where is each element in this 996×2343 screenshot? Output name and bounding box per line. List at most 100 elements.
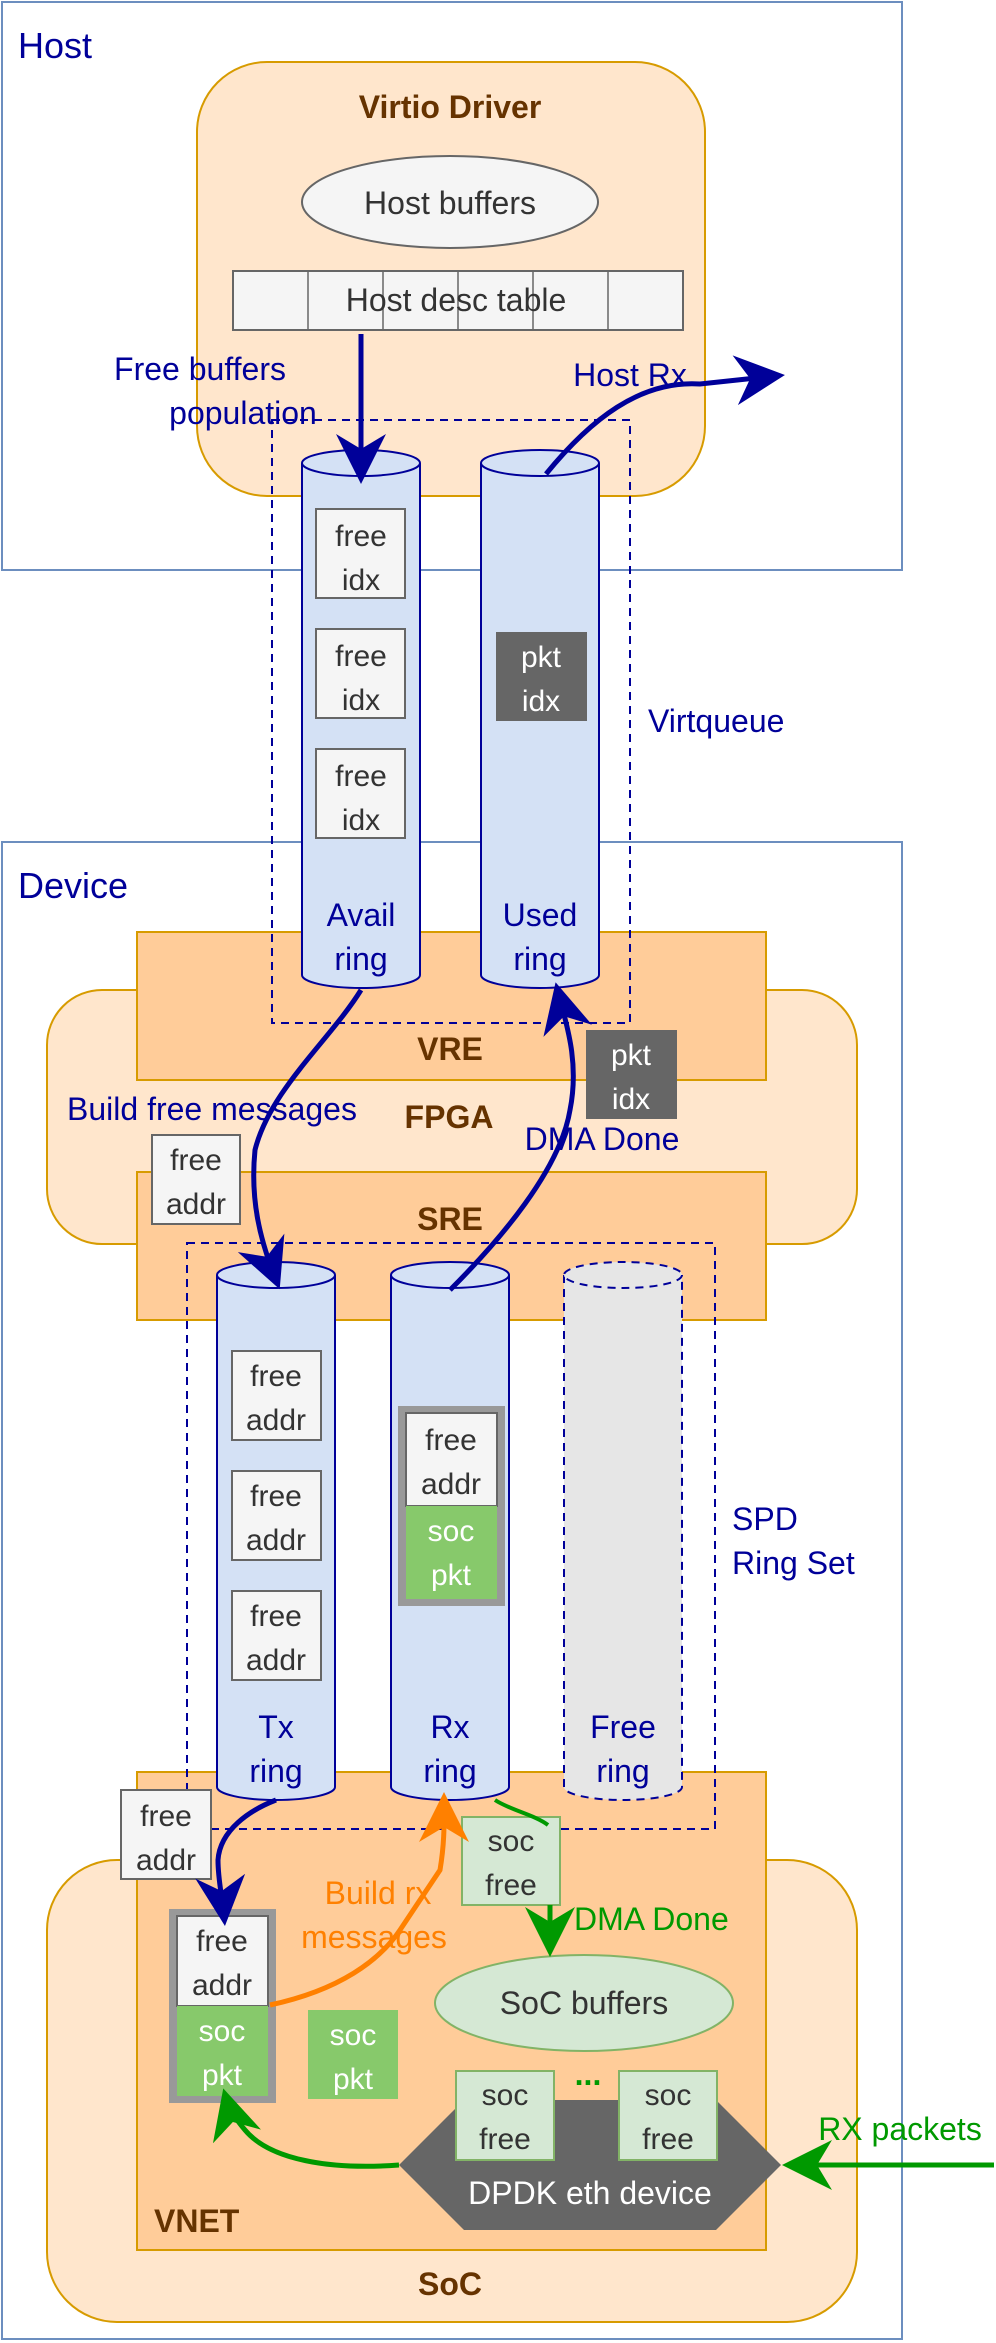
arrow-build-free <box>237 988 364 1290</box>
svg-text:pkt: pkt <box>202 2059 243 2092</box>
soc-free-box-dpdk-1: soc free <box>455 2070 555 2161</box>
svg-text:addr: addr <box>246 1644 306 1677</box>
avail-ring-label-1: Avail <box>327 897 396 933</box>
svg-text:addr: addr <box>136 1844 196 1877</box>
svg-text:idx: idx <box>342 684 380 717</box>
svg-text:addr: addr <box>421 1468 481 1501</box>
svg-text:free: free <box>170 1144 222 1177</box>
dma-done-soc-label: DMA Done <box>574 1901 729 1937</box>
svg-text:free: free <box>250 1600 302 1633</box>
soc-buffers-label: SoC buffers <box>500 1985 668 2021</box>
free-ring-label-2: ring <box>596 1753 649 1789</box>
svg-text:free: free <box>140 1800 192 1833</box>
arrow-host-rx <box>544 355 785 476</box>
svg-text:free: free <box>335 760 387 793</box>
dpdk-eth-device-label: DPDK eth device <box>468 2175 712 2211</box>
pkt-idx-box-fpga: pkt idx <box>586 1030 677 1119</box>
vnet-label: VNET <box>154 2203 240 2239</box>
svg-text:addr: addr <box>166 1188 226 1221</box>
svg-text:addr: addr <box>246 1404 306 1437</box>
svg-text:idx: idx <box>522 685 560 718</box>
soc-pkt-box-standalone: soc pkt <box>308 2010 398 2099</box>
tx-ring-label-2: ring <box>249 1753 302 1789</box>
arrow-build-rx <box>269 1792 470 2008</box>
free-addr-box-fpga: free addr <box>151 1134 241 1225</box>
spd-label-1: SPD <box>732 1501 798 1537</box>
svg-text:soc: soc <box>488 1825 535 1858</box>
free-addr-box-soc: free addr <box>120 1789 212 1880</box>
soc-free-box-dpdk-2: soc free <box>618 2070 718 2161</box>
virtio-driver-label: Virtio Driver <box>359 89 542 125</box>
svg-text:free: free <box>335 640 387 673</box>
pkt-idx-box-used: pkt idx <box>496 632 587 721</box>
free-idx-box-1: free idx <box>315 508 406 599</box>
device-region-label: Device <box>18 865 128 906</box>
rx-packets-label: RX packets <box>818 2111 982 2147</box>
soc-free-box-top: soc free <box>461 1816 561 1906</box>
free-buffers-label-1: Free buffers <box>114 351 286 387</box>
host-desc-table-label: Host desc table <box>346 282 567 318</box>
svg-text:free: free <box>335 520 387 553</box>
svg-text:free: free <box>196 1925 248 1958</box>
svg-text:idx: idx <box>342 804 380 837</box>
svg-text:pkt: pkt <box>333 2063 374 2096</box>
tx-ring-label-1: Tx <box>258 1709 294 1745</box>
svg-text:soc: soc <box>428 1515 475 1548</box>
svg-text:free: free <box>250 1360 302 1393</box>
virtqueue-label: Virtqueue <box>648 703 784 739</box>
arrow-dpdk-to-vnet <box>212 2088 400 2169</box>
svg-text:free: free <box>479 2123 531 2156</box>
svg-text:soc: soc <box>482 2079 529 2112</box>
build-rx-label-1: Build rx <box>325 1875 432 1911</box>
svg-text:free: free <box>250 1480 302 1513</box>
soc-buffers <box>434 1954 734 2052</box>
svg-text:soc: soc <box>645 2079 692 2112</box>
spd-label-2: Ring Set <box>732 1545 855 1581</box>
virtqueue-boundary <box>271 419 631 1024</box>
free-addr-box-tx-1: free addr <box>231 1350 322 1441</box>
vnet-descriptor-group: free addr soc pkt <box>169 1909 276 2103</box>
arrow-dma-done-fpga <box>448 982 592 1292</box>
svg-text:idx: idx <box>342 564 380 597</box>
free-addr-box-tx-3: free addr <box>231 1590 322 1681</box>
rx-ring-label-2: ring <box>423 1753 476 1789</box>
svg-text:pkt: pkt <box>431 1559 472 1592</box>
arrow-dma-done-soc <box>493 1798 550 1827</box>
free-ring <box>563 1261 683 1801</box>
arrow-tx-to-vnet <box>195 1797 277 1926</box>
svg-text:soc: soc <box>330 2019 377 2052</box>
host-region <box>1 1 903 571</box>
host-buffers <box>301 155 599 249</box>
soc-label: SoC <box>418 2266 482 2302</box>
used-ring-label-1: Used <box>503 897 578 933</box>
free-buffers-label-2: population <box>169 395 317 431</box>
host-buffers-label: Host buffers <box>364 185 536 221</box>
free-addr-box-tx-2: free addr <box>231 1470 322 1561</box>
svg-text:free: free <box>425 1424 477 1457</box>
free-idx-box-3: free idx <box>315 748 406 839</box>
build-free-messages-label: Build free messages <box>67 1091 357 1127</box>
svg-text:pkt: pkt <box>521 641 562 674</box>
used-ring <box>480 449 600 989</box>
free-ring-label-1: Free <box>590 1709 656 1745</box>
rx-ring-label-1: Rx <box>430 1709 469 1745</box>
avail-ring-label-2: ring <box>334 941 387 977</box>
svg-text:free: free <box>485 1869 537 1902</box>
sre-label: SRE <box>417 1201 483 1237</box>
svg-text:pkt: pkt <box>611 1039 652 1072</box>
device-region <box>1 841 903 2340</box>
free-idx-box-2: free idx <box>315 628 406 719</box>
dma-done-fpga-label: DMA Done <box>525 1121 680 1157</box>
vre-label: VRE <box>417 1031 483 1067</box>
host-region-label: Host <box>18 25 92 66</box>
build-rx-label-2: messages <box>301 1919 447 1955</box>
svg-text:soc: soc <box>199 2015 246 2048</box>
svg-text:idx: idx <box>612 1083 650 1116</box>
fpga-label: FPGA <box>405 1099 494 1135</box>
ellipsis-label: ... <box>575 2056 602 2092</box>
host-desc-table <box>232 270 684 331</box>
svg-text:addr: addr <box>192 1969 252 2002</box>
used-ring-label-2: ring <box>513 941 566 977</box>
svg-text:addr: addr <box>246 1524 306 1557</box>
rx-descriptor-group: free addr soc pkt <box>398 1406 505 1606</box>
